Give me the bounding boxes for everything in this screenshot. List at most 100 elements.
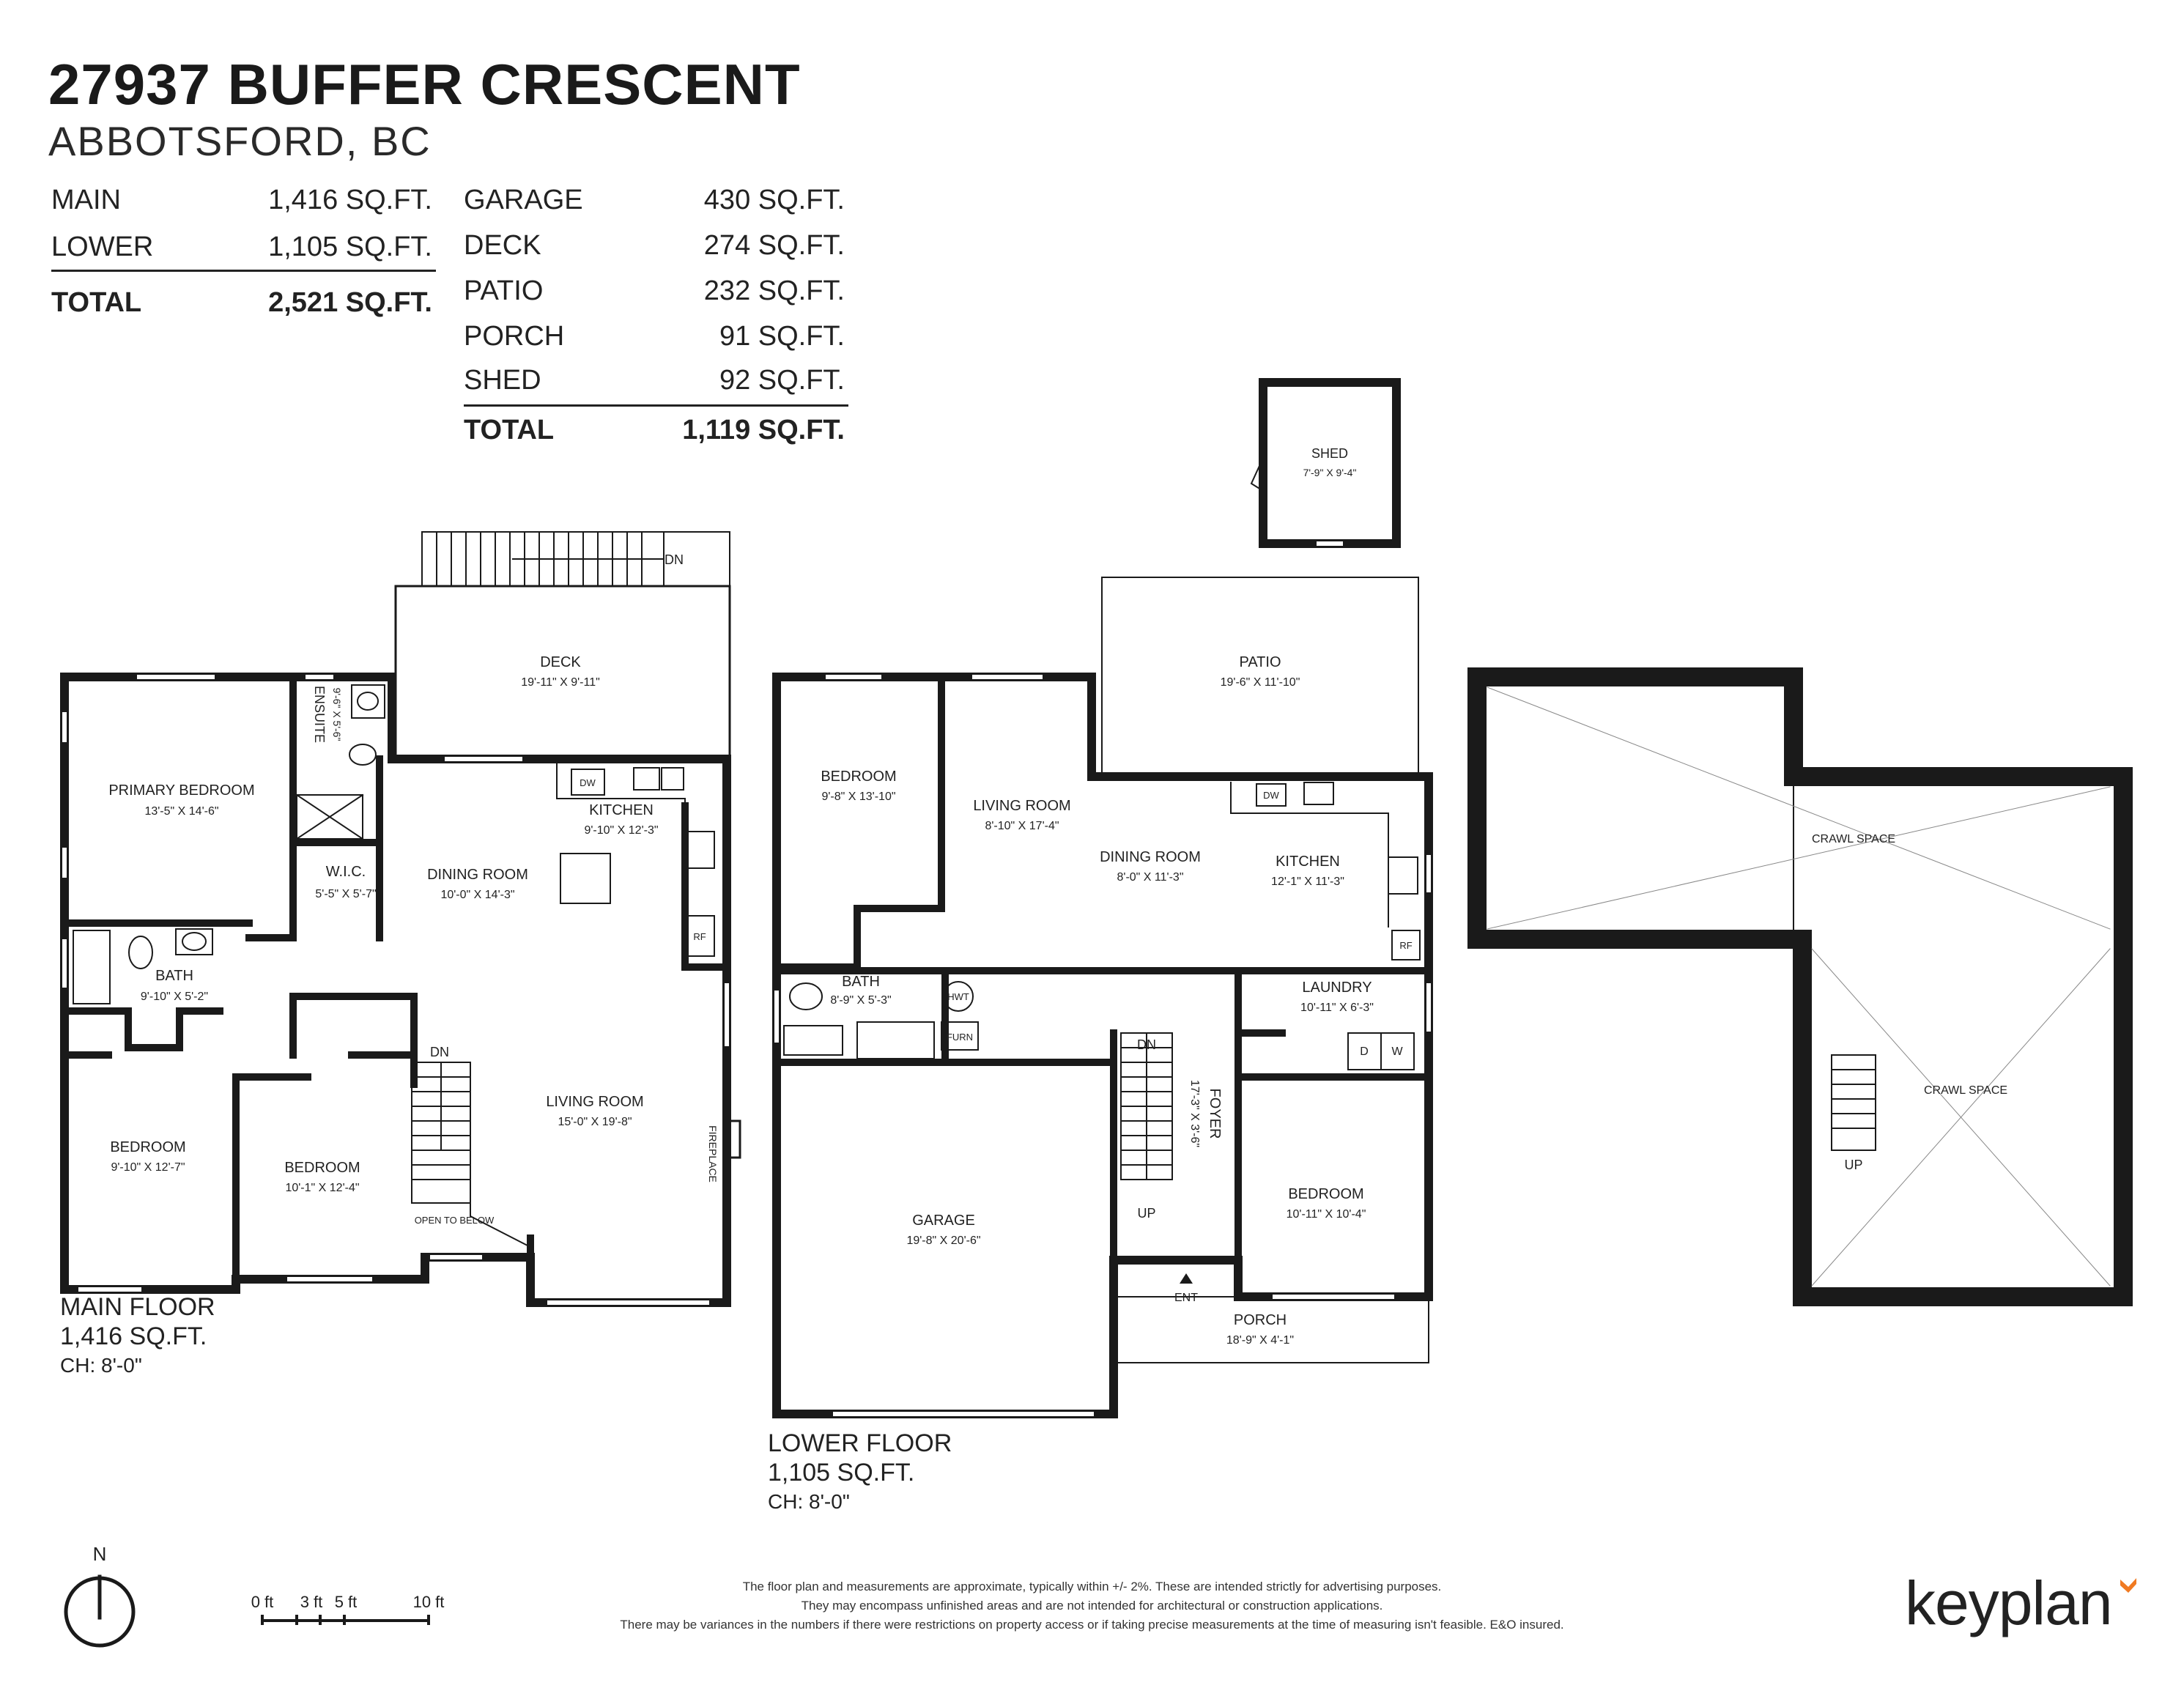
floor-name: MAIN FLOOR [60,1293,215,1321]
room-name: DINING ROOM [1100,849,1201,865]
room-dimension: 19'-11" X 9'-11" [521,676,600,689]
main-stair [411,1062,529,1247]
appliance-label: D [1360,1045,1369,1058]
area-value: 1,119 SQ.FT. [682,415,845,445]
room-dimension: 9'-10" X 5'-2" [141,991,208,1003]
area-label: MAIN [51,185,121,215]
shed-door [1250,456,1265,492]
room-dimension: 19'-6" X 11'-10" [1221,676,1300,689]
room-name: BEDROOM [821,769,896,785]
fireplace-label: FIREPLACE [707,1125,719,1182]
room-name: KITCHEN [589,802,654,818]
room-dimension: 7'-9" X 9'-4" [1303,467,1357,478]
appliance-label: HWT [947,991,969,1002]
area-label: DECK [464,230,541,261]
divider [51,270,436,272]
deck-outline [394,585,731,758]
entry-label: ENT [1174,1292,1198,1304]
area-value: 1,416 SQ.FT. [268,185,432,215]
appliance-label: DW [580,777,596,788]
stair-label: DN [1137,1037,1156,1052]
floor-area: 1,105 SQ.FT. [768,1459,915,1487]
open-below-label: OPEN TO BELOW [415,1215,495,1226]
room-name: SHED [1311,446,1348,461]
room-name: LAUNDRY [1302,980,1372,996]
area-row-total: TOTAL 2,521 SQ.FT. [51,287,432,322]
room-dimension: 13'-5" X 14'-6" [144,805,218,818]
appliance-label: W [1391,1045,1403,1058]
room-name: CRAWL SPACE [1812,833,1895,845]
floor-area: 1,416 SQ.FT. [60,1322,207,1350]
floor-ceiling-height: CH: 8'-0" [60,1354,142,1377]
area-label: PATIO [464,275,544,306]
room-dimension: 12'-1" X 11'-3" [1271,876,1344,888]
room-name: PRIMARY BEDROOM [108,782,254,799]
area-value: 430 SQ.FT. [703,185,845,215]
lower-floor-caption: LOWER FLOOR 1,105 SQ.FT. CH: 8'-0" [768,1429,952,1517]
room-name: W.I.C. [326,864,366,880]
room-dimension: 8'-0" X 11'-3" [1117,871,1184,884]
room-dimension: 5'-5" X 5'-7" [315,888,376,900]
stair-label: DN [430,1045,449,1059]
property-address: 27937 BUFFER CRESCENT [48,52,801,116]
room-dimension: 9'-6" X 5'-6" [331,688,343,741]
area-label: GARAGE [464,185,583,215]
floor-ceiling-height: CH: 8'-0" [768,1490,850,1513]
scale-label: 5 ft [335,1593,358,1611]
area-label: LOWER [51,232,154,262]
area-table-left: MAIN 1,416 SQ.FT. LOWER 1,105 SQ.FT. TOT… [51,185,436,331]
area-table-right: GARAGE 430 SQ.FT. DECK 274 SQ.FT. PATIO … [464,185,848,456]
room-dimension: 8'-10" X 17'-4" [985,820,1059,832]
disclaimer-line: They may encompass unfinished areas and … [801,1599,1383,1613]
room-name: ENSUITE [312,686,327,743]
room-dimension: 15'-0" X 19'-8" [558,1116,632,1128]
room-dimension: 9'-8" X 13'-10" [821,791,895,803]
entry-arrow [1180,1273,1193,1284]
area-value: 92 SQ.FT. [719,365,845,396]
room-name: DINING ROOM [427,867,528,883]
appliance-label: DW [1263,790,1279,801]
lower-fixtures [783,782,1421,1180]
room-dimension: 9'-10" X 12'-3" [584,824,658,837]
area-label: SHED [464,365,541,396]
scale-bar [261,1615,430,1625]
area-label: TOTAL [51,287,142,318]
lower-exterior-wall [772,673,1433,1418]
area-value: 232 SQ.FT. [703,275,845,306]
fireplace-box [725,1119,741,1159]
room-dimension: 9'-10" X 12'-7" [111,1161,185,1174]
crawl-space-plan [1467,667,2133,1306]
stair-label: UP [1844,1158,1862,1172]
scale-label: 0 ft [251,1593,274,1611]
main-exterior-wall [60,673,731,1307]
room-dimension: 19'-8" X 20'-6" [906,1234,980,1247]
area-value: 2,521 SQ.FT. [268,287,432,318]
area-value: 91 SQ.FT. [719,321,845,352]
scale-label: 10 ft [413,1593,445,1611]
crawl-stair [1831,1054,1876,1151]
room-name: BATH [155,968,193,984]
room-dimension: 10'-1" X 12'-4" [285,1182,359,1194]
main-floor-caption: MAIN FLOOR 1,416 SQ.FT. CH: 8'-0" [60,1292,215,1380]
area-label: PORCH [464,321,565,352]
shed-outline [1259,378,1401,548]
lower-windows [774,541,1431,1416]
porch-outline [1113,1296,1429,1363]
room-name: BEDROOM [284,1160,360,1176]
floor-name: LOWER FLOOR [768,1429,952,1457]
room-dimension: 10'-11" X 6'-3" [1300,1002,1374,1014]
appliance-label: RF [1399,940,1412,951]
room-name: CRAWL SPACE [1924,1084,2007,1097]
area-value: 274 SQ.FT. [703,230,845,261]
brand-wordmark: keyplan [1905,1569,2113,1637]
main-windows [62,675,729,1305]
compass-north-label: N [93,1543,107,1565]
room-name: BEDROOM [110,1139,185,1155]
room-name: KITCHEN [1276,854,1340,870]
stair-label: UP [1137,1206,1155,1221]
crawl-exterior-wall [1467,667,2133,1306]
lower-interior-walls [773,673,1432,1300]
property-city: ABBOTSFORD, BC [48,118,432,164]
area-label: TOTAL [464,415,555,445]
